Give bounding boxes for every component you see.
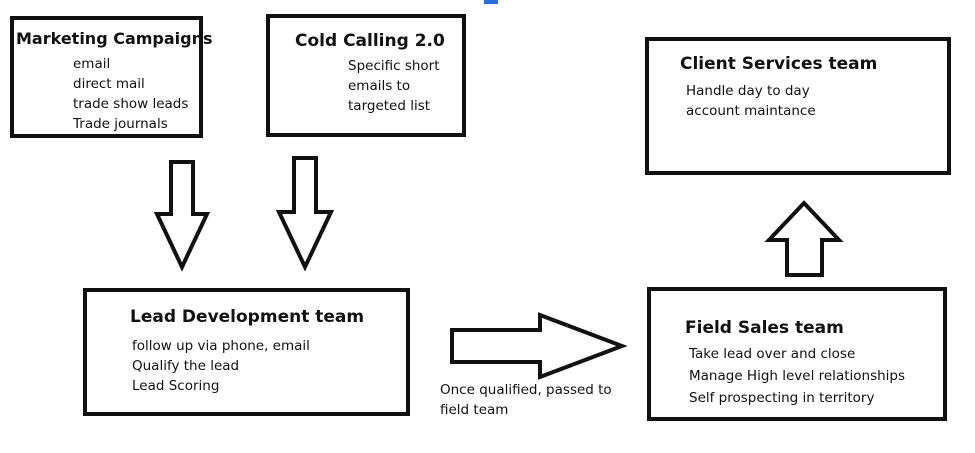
node-details: Handle day to day account maintance [686, 81, 816, 121]
arrow-down-icon [153, 160, 211, 272]
node-line: targeted list [348, 98, 431, 114]
node-cold-calling: Cold Calling 2.0 Specific short emails t… [266, 14, 466, 137]
node-line: account maintance [686, 103, 816, 119]
node-line: Lead Scoring [132, 378, 220, 394]
edge-label: Once qualified, passed to field team [440, 382, 612, 418]
node-line: trade show leads [73, 96, 189, 112]
node-line: Qualify the lead [132, 358, 240, 374]
node-line: Handle day to day [686, 83, 810, 99]
node-line: Trade journals [73, 116, 168, 132]
node-line: Manage High level relationships [689, 368, 906, 384]
node-line: follow up via phone, email [132, 338, 310, 354]
node-details: email direct mail trade show leads Trade… [73, 54, 188, 134]
node-details: follow up via phone, email Qualify the l… [132, 336, 310, 396]
node-client-services: Client Services team Handle day to day a… [645, 37, 951, 175]
node-marketing-campaigns: Marketing Campaigns email direct mail tr… [10, 16, 213, 138]
node-line: direct mail [73, 76, 145, 92]
node-line: Self prospecting in territory [689, 390, 875, 406]
top-accent-mark [484, 0, 498, 4]
arrow-down-icon [275, 156, 335, 272]
node-title: Client Services team [680, 54, 878, 74]
arrow-up-icon [764, 200, 844, 277]
node-details: Take lead over and close Manage High lev… [689, 343, 905, 409]
arrow-right-icon [450, 312, 628, 380]
node-title: Marketing Campaigns [16, 29, 213, 48]
node-details: Specific short emails to targeted list [348, 56, 440, 116]
node-line: emails to [348, 78, 411, 94]
node-line: Specific short [348, 58, 440, 74]
node-title: Lead Development team [130, 307, 365, 327]
node-title: Cold Calling 2.0 [295, 31, 445, 51]
node-line: email [73, 56, 111, 72]
node-line: Take lead over and close [689, 346, 856, 362]
node-title: Field Sales team [685, 318, 844, 338]
node-field-sales: Field Sales team Take lead over and clos… [647, 287, 947, 421]
node-lead-development: Lead Development team follow up via phon… [83, 288, 410, 416]
